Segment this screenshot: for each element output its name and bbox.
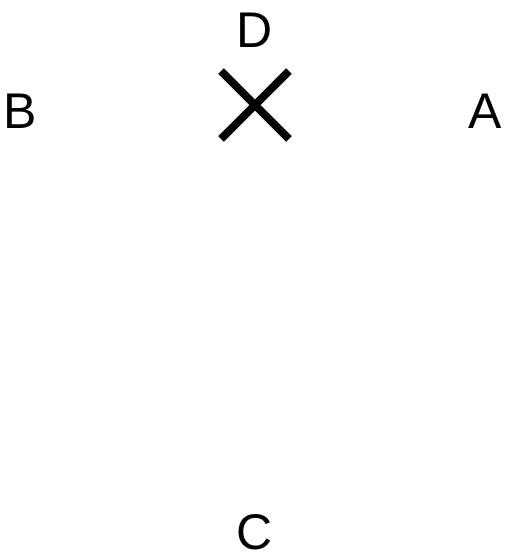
label-a: A [468, 83, 502, 139]
label-d: D [236, 2, 273, 58]
label-c: C [236, 504, 273, 560]
label-b: B [3, 83, 37, 139]
x-mark-icon [218, 68, 292, 142]
